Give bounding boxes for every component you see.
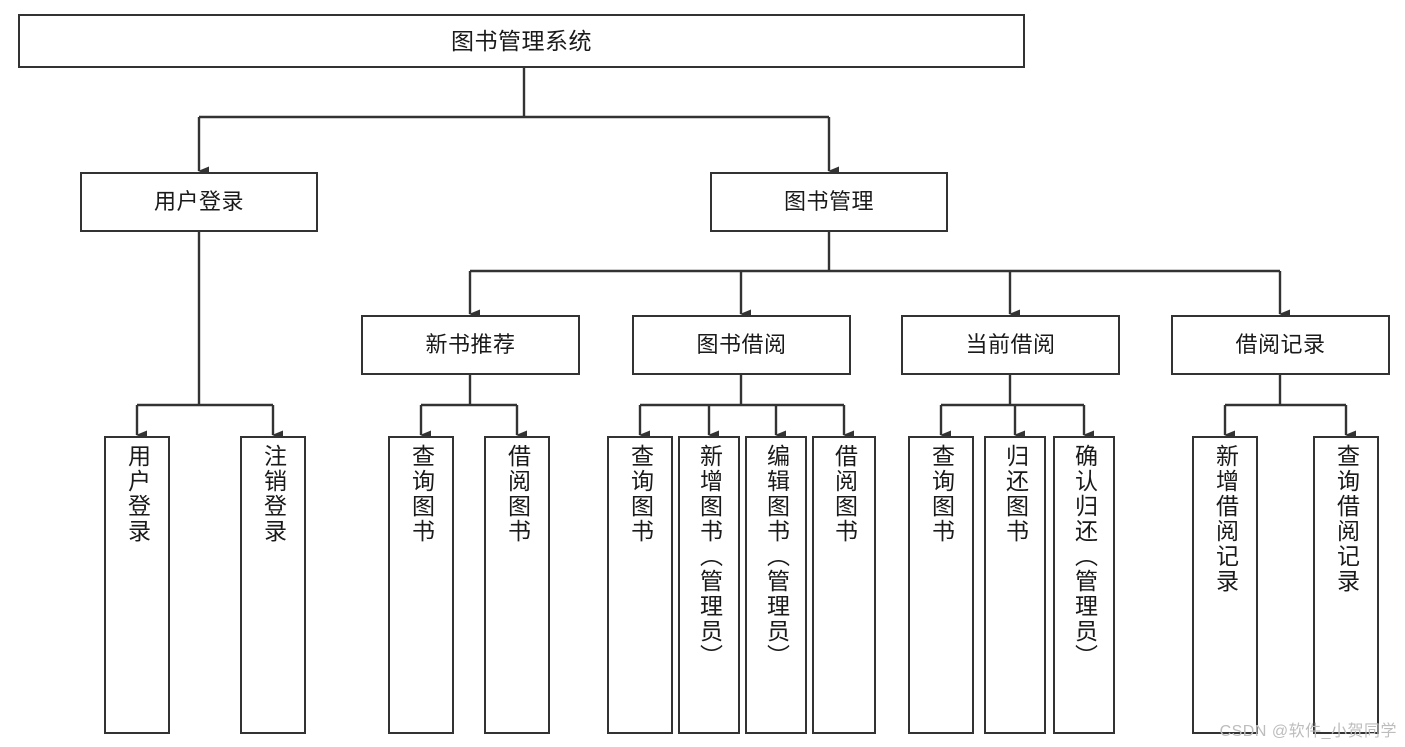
node-leaf-leaf-query-book-2[interactable]: 查询图书	[607, 436, 673, 734]
node-leaf-leaf-add-book[interactable]: 新增图书（管理员）	[678, 436, 740, 734]
node-leaf-leaf-user-login[interactable]: 用户登录	[104, 436, 170, 734]
node-level2-book-management[interactable]: 图书管理	[710, 172, 948, 232]
node-label: 用户登录	[153, 188, 244, 214]
node-label: 新增图书（管理员）	[696, 444, 723, 669]
node-leaf-leaf-query-book-3[interactable]: 查询图书	[908, 436, 974, 734]
node-label: 借阅记录	[1235, 331, 1326, 357]
node-label: 图书管理	[783, 188, 874, 214]
node-label: 当前借阅	[965, 331, 1056, 357]
node-leaf-leaf-add-record[interactable]: 新增借阅记录	[1192, 436, 1258, 734]
node-leaf-leaf-edit-book[interactable]: 编辑图书（管理员）	[745, 436, 807, 734]
node-leaf-leaf-query-record[interactable]: 查询借阅记录	[1313, 436, 1379, 734]
node-label: 图书借阅	[696, 331, 787, 357]
node-label: 用户登录	[124, 444, 151, 544]
node-label: 确认归还（管理员）	[1071, 444, 1098, 669]
node-label: 编辑图书（管理员）	[763, 444, 790, 669]
node-label: 借阅图书	[504, 444, 531, 544]
node-label: 查询借阅记录	[1333, 444, 1360, 594]
node-level3-borrow-record[interactable]: 借阅记录	[1171, 315, 1390, 375]
node-leaf-leaf-return-book[interactable]: 归还图书	[984, 436, 1046, 734]
node-level3-new-book-recommend[interactable]: 新书推荐	[361, 315, 580, 375]
node-leaf-leaf-query-book-1[interactable]: 查询图书	[388, 436, 454, 734]
node-leaf-leaf-borrow-book-1[interactable]: 借阅图书	[484, 436, 550, 734]
node-root-book-management-system[interactable]: 图书管理系统	[18, 14, 1025, 68]
node-leaf-leaf-logout[interactable]: 注销登录	[240, 436, 306, 734]
node-label: 图书管理系统	[451, 27, 592, 54]
node-level3-current-borrow[interactable]: 当前借阅	[901, 315, 1120, 375]
node-label: 借阅图书	[831, 444, 858, 544]
node-label: 归还图书	[1002, 444, 1029, 544]
node-leaf-leaf-borrow-book-2[interactable]: 借阅图书	[812, 436, 876, 734]
node-label: 查询图书	[928, 444, 955, 544]
node-leaf-leaf-confirm-return[interactable]: 确认归还（管理员）	[1053, 436, 1115, 734]
node-label: 新增借阅记录	[1212, 444, 1239, 594]
node-label: 注销登录	[260, 444, 287, 544]
node-label: 查询图书	[627, 444, 654, 544]
node-label: 查询图书	[408, 444, 435, 544]
node-level3-book-borrow[interactable]: 图书借阅	[632, 315, 851, 375]
node-label: 新书推荐	[425, 331, 516, 357]
node-level2-user-login[interactable]: 用户登录	[80, 172, 318, 232]
